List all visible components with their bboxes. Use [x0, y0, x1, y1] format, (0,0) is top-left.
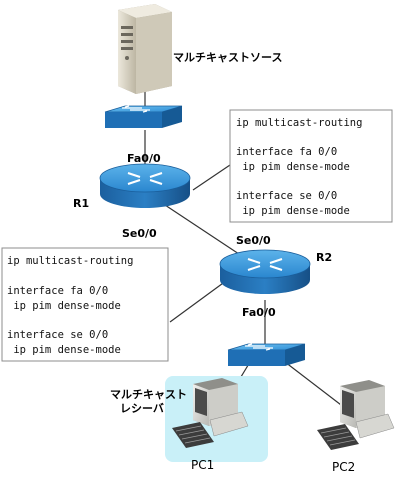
pc1-icon: [172, 378, 249, 448]
router-icon: [99, 163, 191, 208]
config-line: ip multicast-routing: [236, 117, 362, 129]
pc2-icon: [317, 380, 395, 450]
config-line: interface se 0/0: [236, 190, 337, 202]
r1-label: R1: [73, 197, 89, 210]
config-line: ip pim dense-mode: [236, 205, 350, 217]
config-line: interface fa 0/0: [236, 146, 337, 158]
pc2-label: PC2: [332, 460, 355, 474]
pc1-label: PC1: [191, 458, 214, 472]
multicast-source-label: マルチキャストソース: [173, 51, 282, 64]
config-line: ip pim dense-mode: [7, 344, 121, 356]
router-icon: [219, 249, 311, 294]
server-icon: [118, 4, 172, 94]
config-line: ip pim dense-mode: [236, 161, 350, 173]
config-line: interface fa 0/0: [7, 285, 108, 297]
r2-se-label: Se0/0: [236, 234, 271, 247]
receiver-label-line1: マルチキャスト: [110, 388, 187, 401]
switch-icon: [104, 105, 183, 128]
callout-r2: [169, 277, 231, 323]
link-switch-pc2: [284, 361, 346, 409]
r2-config-box: ip multicast-routing interface fa 0/0 ip…: [1, 247, 169, 362]
link-r1-r2: [164, 204, 246, 259]
r2-fa-label: Fa0/0: [242, 306, 276, 319]
switch-icon: [227, 343, 306, 366]
config-line: interface se 0/0: [7, 329, 108, 341]
callout-r1: [192, 164, 231, 191]
config-line: ip multicast-routing: [7, 255, 133, 267]
r2-label: R2: [316, 251, 332, 264]
r1-fa-label: Fa0/0: [127, 152, 161, 165]
r1-config-box: ip multicast-routing interface fa 0/0 ip…: [229, 109, 393, 223]
config-line: ip pim dense-mode: [7, 300, 121, 312]
receiver-label-line2: レシーバ: [120, 402, 164, 415]
r1-se-label: Se0/0: [122, 227, 157, 240]
